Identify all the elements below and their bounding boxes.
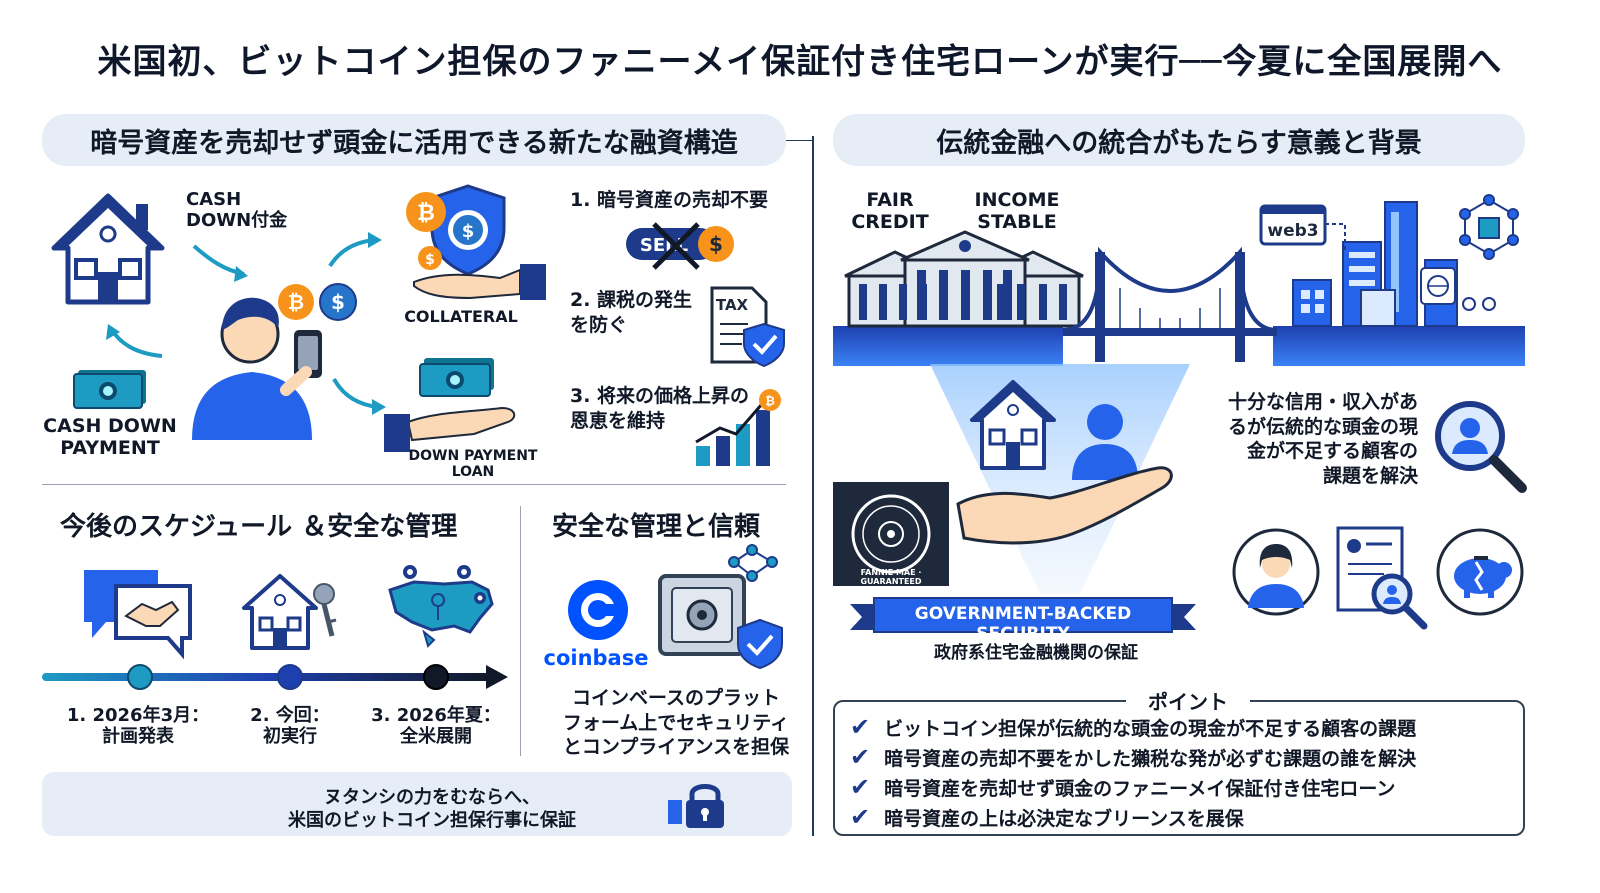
house-icon: [51, 193, 165, 305]
house-icon: [970, 380, 1056, 470]
points-box: [833, 700, 1525, 836]
svg-text:₿: ₿: [288, 290, 304, 314]
arrow-icon: [192, 244, 248, 282]
timeline-point-1: [127, 664, 153, 690]
checkmark-icon: ✔: [850, 803, 871, 831]
point-text: 暗号資産の上は必決定なブリーンスを展保: [884, 807, 1244, 830]
header-connector: [786, 140, 812, 141]
fannie-mae-seal-icon: [851, 494, 931, 574]
us-map-icon: [388, 565, 494, 648]
bridge-scene: web3: [833, 194, 1525, 366]
benefit-2-text: 2. 課税の発生 を防ぐ: [570, 289, 693, 336]
person-icon: [192, 297, 322, 440]
schedule-security-divider: [520, 506, 521, 756]
customer-problem-text: 十分な信用・収入があ るが伝統的な頭金の現 金が不足する顧客の 課題を解決: [1227, 391, 1418, 488]
timeline-point-2: [277, 664, 303, 690]
security-header: 安全な管理と信頼: [552, 512, 761, 542]
sell-crossed-icon: SELL $: [626, 222, 734, 270]
checkmark-icon: ✔: [850, 773, 871, 801]
magnifier-user-icon: [1435, 401, 1527, 493]
bottom-note-text: ヌタンシの力をむならへ、 米国のビットコイン担保行事に保証: [288, 787, 576, 832]
security-text: コインベースのプラット フォーム上でセキュリティ とコンプライアンスを担保: [562, 687, 790, 759]
cash-stack-icon: [73, 370, 146, 409]
fannie-mae-seal-text: FANNIE MAE · GUARANTEED: [860, 568, 922, 586]
checkmark-icon: ✔: [850, 743, 871, 771]
open-hand-icon: [956, 466, 1173, 545]
svg-text:$: $: [331, 290, 345, 314]
svg-text:₿: ₿: [417, 201, 435, 226]
point-text: 暗号資産の売却不要をかした獺税な発が必ずむ課題の誰を解決: [884, 747, 1417, 770]
svg-text:$: $: [709, 232, 723, 256]
point-text: 暗号資産を売却せず頭金のファニーメイ保証付き住宅ローン: [884, 777, 1396, 800]
arrow-icon: [328, 232, 382, 268]
cash-down-payment-label: CASH DOWN PAYMENT: [43, 415, 177, 459]
points-title: ポイント: [1126, 686, 1250, 715]
point-item: ✔ 暗号資産を売却せず頭金のファニーメイ保証付き住宅ローン: [850, 772, 1510, 802]
benefit-3-text: 3. 将来の価格上昇の 恩恵を維持: [570, 385, 750, 432]
fair-credit-label: FAIR CREDIT: [851, 189, 929, 233]
svg-text:₿: ₿: [765, 394, 775, 408]
government-banner: [850, 597, 1196, 633]
banner-subtext: 政府系住宅金融機関の保証: [934, 643, 1138, 663]
government-banner-text: GOVERNMENT-BACKED SECURITY: [914, 604, 1132, 644]
piggy-bank-icon: [1436, 528, 1524, 616]
down-payment-loan-label: DOWN PAYMENT LOAN: [408, 448, 538, 481]
center-divider: [812, 136, 814, 836]
right-section-header: 伝統金融への統合がもたらす意義と背景: [833, 114, 1525, 166]
income-stable-label: INCOME STABLE: [974, 189, 1060, 233]
checkmark-icon: ✔: [850, 713, 871, 741]
schedule-step-2: 2. 今回： 初実行: [250, 705, 330, 747]
svg-text:$: $: [425, 252, 435, 268]
growth-chart-icon: ₿: [695, 389, 781, 466]
handshake-icon: [84, 570, 192, 660]
tax-text: TAX: [716, 296, 749, 314]
crypto-coins-icon: ₿ $: [278, 283, 357, 321]
safe-shield-icon: [658, 544, 783, 670]
point-item: ✔ 暗号資産の上は必決定なブリーンスを展保: [850, 802, 1510, 832]
timeline: [42, 664, 508, 690]
schedule-step-1: 1. 2026年3月： 計画発表: [66, 705, 210, 747]
bottom-note-box: [42, 772, 792, 836]
schedule-header: 今後のスケジュール ＆安全な管理: [60, 512, 458, 542]
lock-icon: [668, 784, 724, 828]
schedule-step-3: 3. 2026年夏： 全米展開: [371, 705, 501, 747]
cash-down-label: CASH DOWN付金: [186, 189, 288, 231]
coinbase-wordmark: coinbase: [543, 646, 649, 670]
point-text: ビットコイン担保が伝統的な頭金の現金が不足する顧客の課題: [884, 717, 1417, 740]
left-section-header: 暗号資産を売却せず頭金に活用できる新たな融資構造: [42, 114, 786, 166]
customer-avatar-icon: [1232, 528, 1320, 616]
left-horizontal-divider: [42, 484, 786, 485]
benefit-1-text: 1. 暗号資産の売却不要: [570, 189, 769, 211]
sell-text: SELL: [640, 235, 688, 256]
point-item: ✔ 暗号資産の売却不要をかした獺税な発が必ずむ課題の誰を解決: [850, 742, 1510, 772]
person-icon: [1072, 404, 1138, 480]
page-title: 米国初、ビットコイン担保のファニーメイ保証付き住宅ローンが実行──今夏に全国展開…: [97, 42, 1503, 82]
web3-text: web3: [1267, 221, 1318, 241]
collateral-icon: $ ₿ $: [406, 184, 546, 300]
tax-document-icon: TAX: [710, 286, 785, 368]
points-list: ✔ ビットコイン担保が伝統的な頭金の現金が不足する顧客の課題 ✔ 暗号資産の売却…: [850, 712, 1510, 832]
point-item: ✔ ビットコイン担保が伝統的な頭金の現金が不足する顧客の課題: [850, 712, 1510, 742]
house-keys-icon: [242, 574, 337, 650]
down-payment-loan-icon: [384, 358, 516, 452]
svg-text:$: $: [462, 221, 475, 242]
document-search-icon: [1336, 526, 1428, 630]
arrow-icon: [332, 377, 386, 415]
collateral-label: COLLATERAL: [404, 307, 518, 326]
coinbase-logo-icon: [568, 580, 628, 640]
arrow-icon: [106, 324, 163, 358]
timeline-point-3: [423, 664, 449, 690]
